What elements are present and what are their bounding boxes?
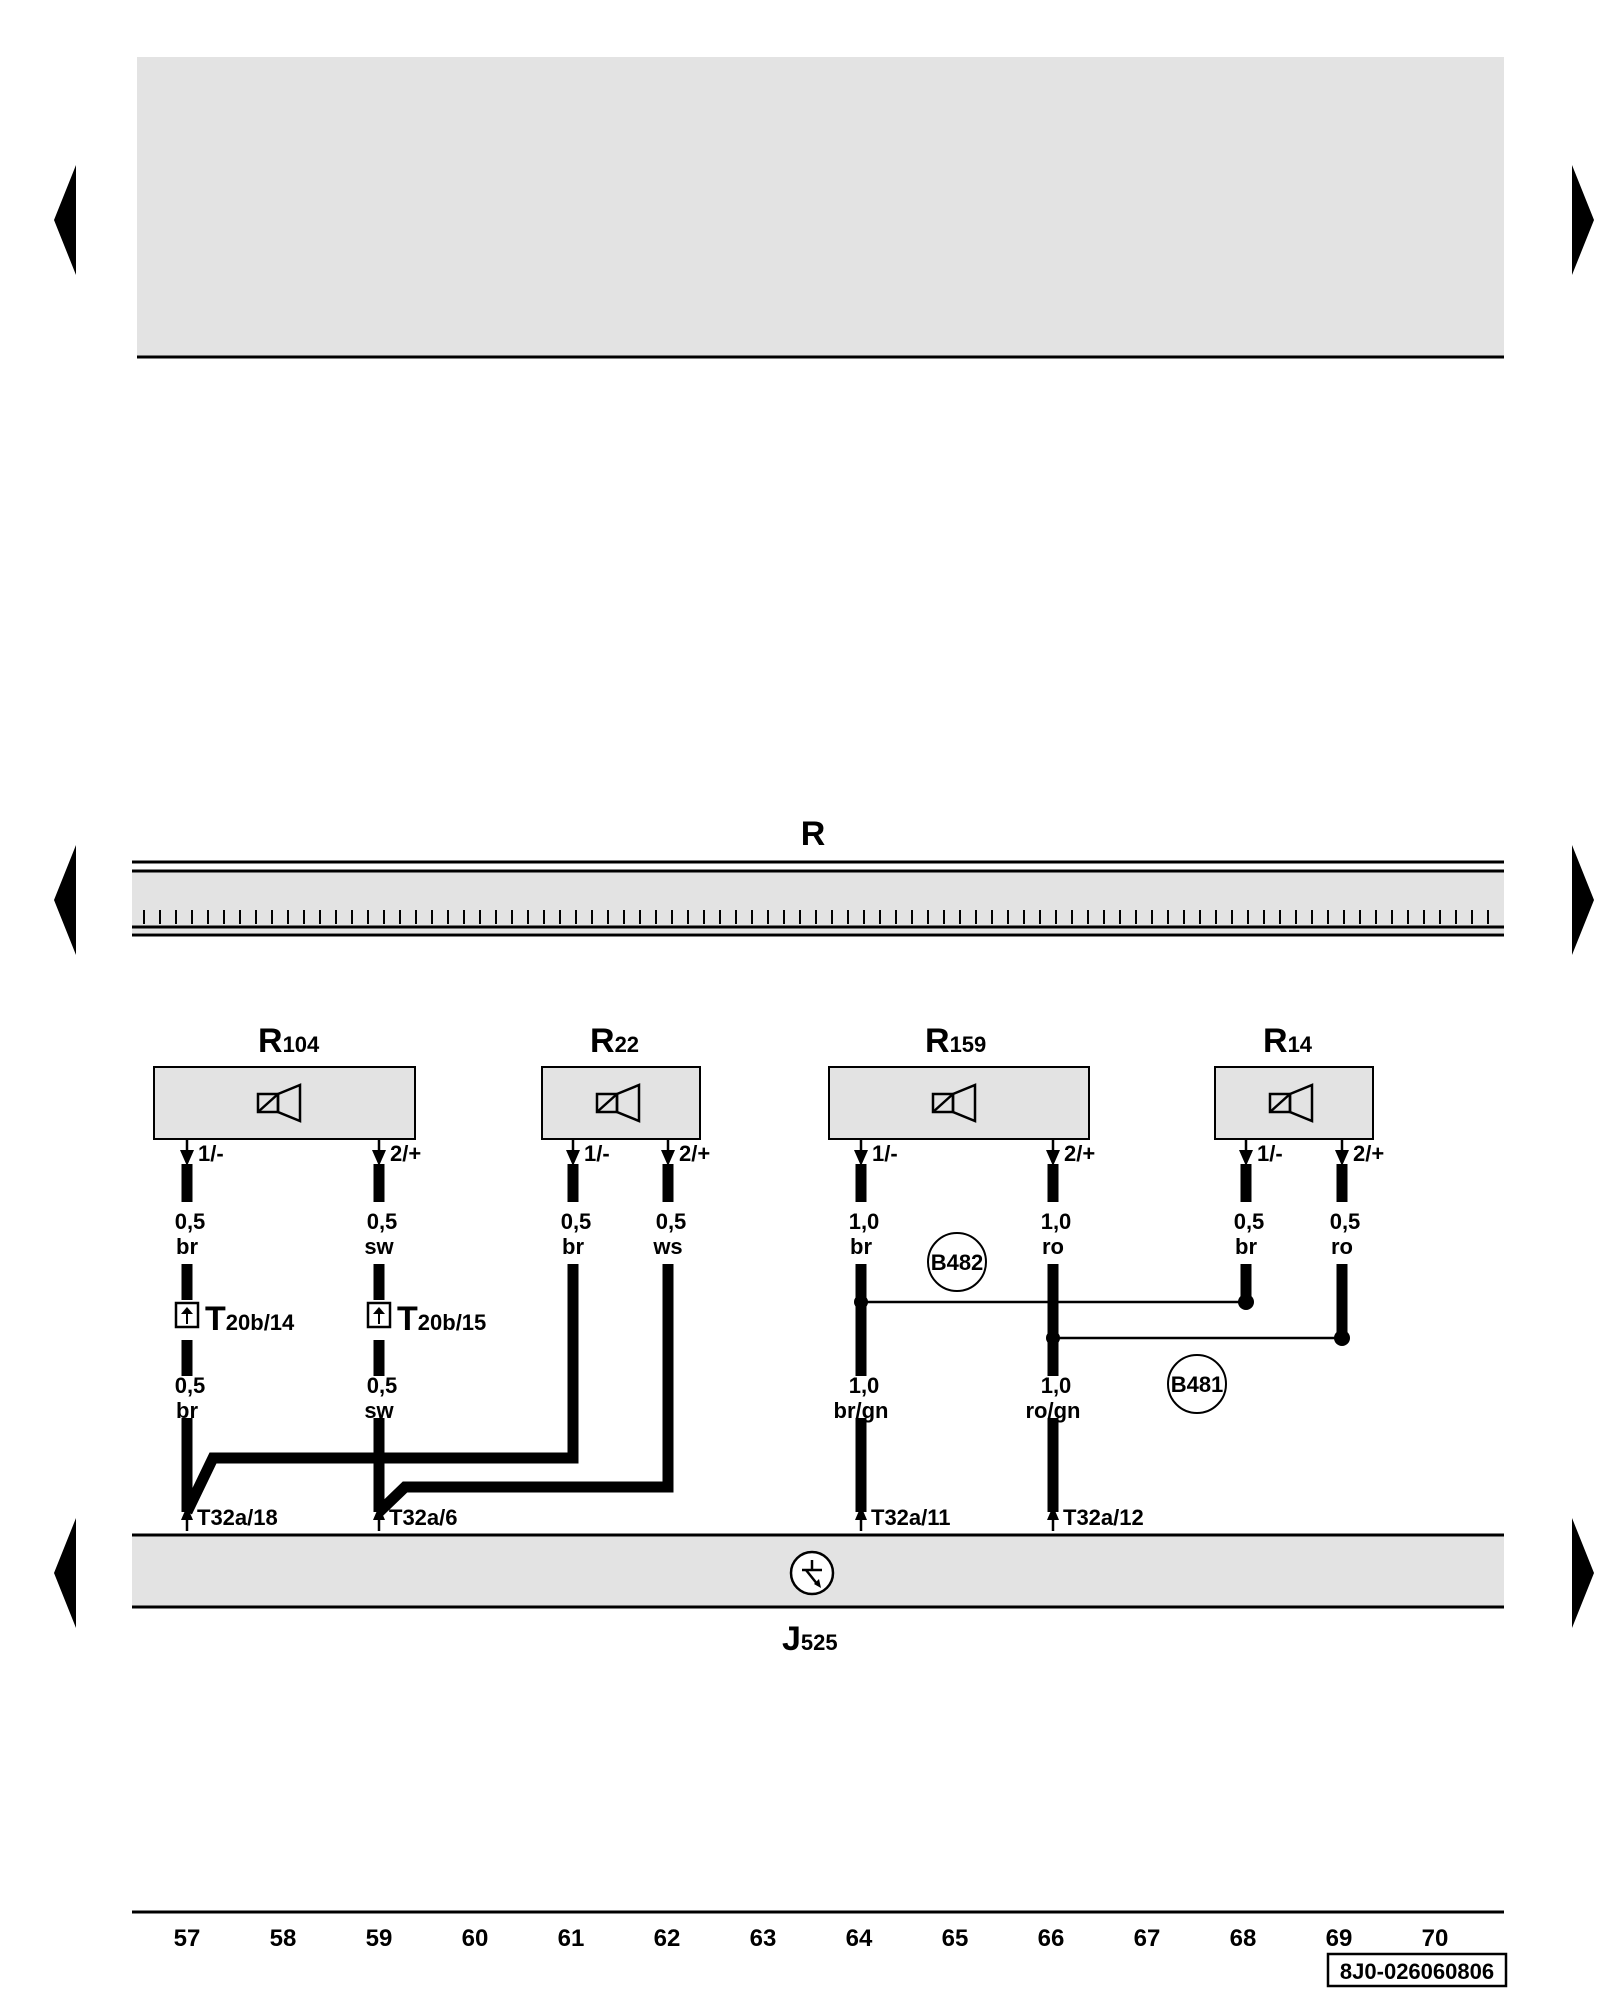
wire-color: br [176, 1398, 198, 1423]
splice-b482: B482 [927, 1232, 987, 1292]
wire-color: br [562, 1234, 584, 1259]
bottom-pin-label: T32a/18 [197, 1505, 278, 1530]
column-number: 57 [174, 1925, 201, 1952]
wire-color: br [176, 1234, 198, 1259]
wire-size: 1,0 [1041, 1373, 1072, 1398]
speaker-icon [931, 1083, 977, 1123]
bottom-pin-label: T32a/6 [389, 1505, 458, 1530]
column-number: 68 [1230, 1925, 1257, 1952]
transistor-icon [789, 1550, 835, 1596]
splice-connections [854, 1294, 1350, 1346]
component-r104[interactable]: R104 [153, 1022, 416, 1140]
component-r22[interactable]: R22 [541, 1022, 701, 1140]
top-panel [137, 57, 1504, 357]
pin-label: 1/- [198, 1141, 224, 1166]
top-bus-label: R [801, 815, 826, 853]
component-label: R104 [258, 1022, 320, 1060]
column-number: 58 [270, 1925, 297, 1952]
bottom-pin-label: T32a/11 [871, 1505, 951, 1530]
column-number: 69 [1326, 1925, 1353, 1952]
document-code-box: 8J0-026060806 [1326, 1952, 1508, 1988]
top-bus-bar [132, 871, 1504, 933]
wire-color: sw [364, 1234, 394, 1259]
wire-size: 1,0 [1041, 1209, 1072, 1234]
nav-right-arrow-bottom[interactable] [1572, 1518, 1594, 1628]
wire-size: 0,5 [175, 1209, 206, 1234]
svg-text:T20b/14: T20b/14 [205, 1300, 295, 1338]
wire-labels-lower: 0,5 br 0,5 sw 1,0 br/gn 1,0 ro/gn [175, 1373, 1081, 1423]
column-number: 66 [1038, 1925, 1065, 1952]
wire-color: ro [1331, 1234, 1353, 1259]
bottom-pin-label: T32a/12 [1063, 1505, 1144, 1530]
splice-b481: B481 [1167, 1354, 1227, 1414]
column-number: 62 [654, 1925, 681, 1952]
svg-text:T20b/15: T20b/15 [397, 1300, 486, 1338]
column-number: 67 [1134, 1925, 1161, 1952]
control-unit-j525[interactable] [132, 1533, 1504, 1609]
nav-right-arrow-top[interactable] [1572, 165, 1594, 275]
connector-t20b-15: T20b/15 [366, 1300, 486, 1338]
top-bus-ticks [143, 910, 1489, 924]
column-number: 60 [462, 1925, 489, 1952]
pin-label: 2/+ [390, 1141, 421, 1166]
speaker-icon [595, 1083, 641, 1123]
speaker-icon [256, 1083, 302, 1123]
column-number: 59 [366, 1925, 393, 1952]
component-r159[interactable]: R159 [828, 1022, 1090, 1140]
component-label: R159 [925, 1022, 986, 1060]
speaker-icon [1268, 1083, 1314, 1123]
pin-label: 1/- [1257, 1141, 1283, 1166]
svg-text:B482: B482 [931, 1250, 984, 1275]
nav-left-arrow-middle[interactable] [54, 845, 76, 955]
wire-color: br [1235, 1234, 1257, 1259]
column-number: 70 [1422, 1925, 1449, 1952]
nav-left-arrow-bottom[interactable] [54, 1518, 76, 1628]
wire-color: ro [1042, 1234, 1064, 1259]
wire-segments-main [181, 1264, 1348, 1516]
svg-text:8J0-026060806: 8J0-026060806 [1340, 1959, 1494, 1984]
connector-t20b-14: T20b/14 [174, 1300, 295, 1338]
wire-color: sw [364, 1398, 394, 1423]
column-number: 64 [846, 1925, 873, 1952]
component-label: R14 [1263, 1022, 1313, 1060]
pin-arrows-top [180, 1150, 1349, 1166]
svg-text:B481: B481 [1171, 1372, 1224, 1397]
pin-arrows-bottom [181, 1506, 1059, 1520]
bottom-bus-label: J525 [782, 1620, 838, 1658]
wire-color: ws [652, 1234, 682, 1259]
wire-color: ro/gn [1026, 1398, 1081, 1423]
column-number: 65 [942, 1925, 969, 1952]
component-r14[interactable]: R14 [1214, 1022, 1374, 1140]
column-number: 63 [750, 1925, 777, 1952]
wire-size: 0,5 [367, 1373, 398, 1398]
pin-label: 1/- [872, 1141, 898, 1166]
wire-color: br [850, 1234, 872, 1259]
wire-color: br/gn [834, 1398, 889, 1423]
wire-size: 1,0 [849, 1373, 880, 1398]
wire-size: 0,5 [561, 1209, 592, 1234]
wire-size: 0,5 [1330, 1209, 1361, 1234]
column-number: 61 [558, 1925, 585, 1952]
wire-labels-upper: 0,5 br 0,5 sw 0,5 br 0,5 ws 1,0 br 1,0 r… [175, 1209, 1361, 1259]
wire-size: 0,5 [656, 1209, 687, 1234]
component-label: R22 [590, 1022, 639, 1060]
wire-size: 0,5 [1234, 1209, 1265, 1234]
wire-size: 1,0 [849, 1209, 880, 1234]
nav-left-arrow-top[interactable] [54, 165, 76, 275]
wire-segments-upper [181, 1164, 1348, 1202]
column-numbers: 57 58 59 60 61 62 63 64 65 66 67 68 69 70 [174, 1925, 1449, 1952]
nav-right-arrow-middle[interactable] [1572, 845, 1594, 955]
pin-label: 2/+ [679, 1141, 710, 1166]
pin-label: 1/- [584, 1141, 610, 1166]
pin-label: 2/+ [1064, 1141, 1095, 1166]
wire-size: 0,5 [367, 1209, 398, 1234]
wire-size: 0,5 [175, 1373, 206, 1398]
pin-label: 2/+ [1353, 1141, 1384, 1166]
